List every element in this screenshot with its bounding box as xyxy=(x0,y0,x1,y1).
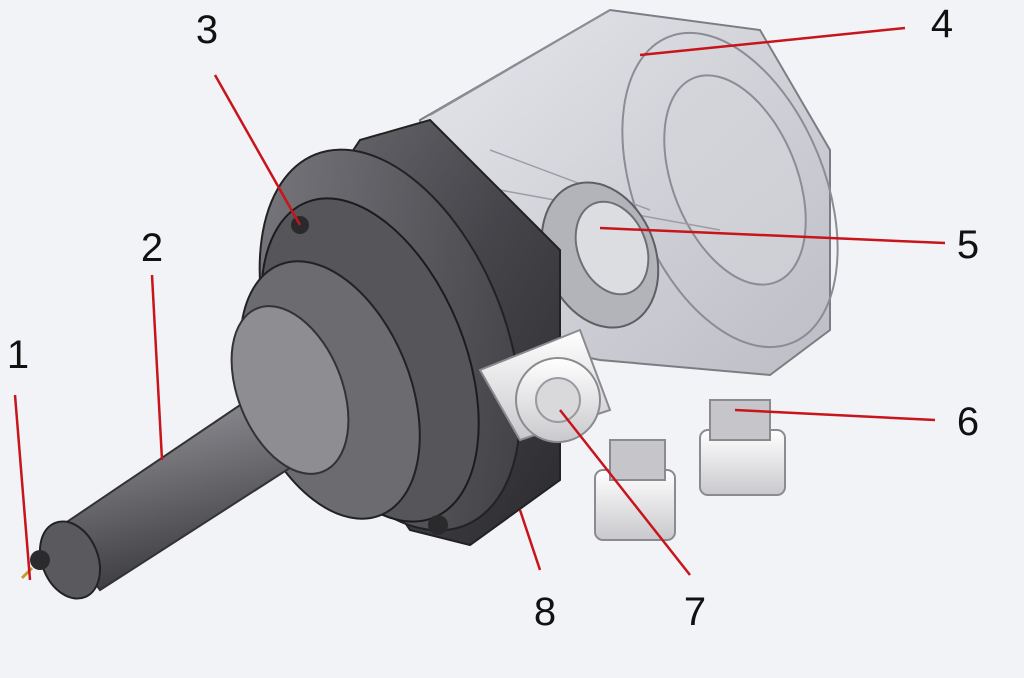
leader-line-3 xyxy=(213,74,302,226)
callout-label-3: 3 xyxy=(195,8,219,52)
callout-label-8: 8 xyxy=(533,590,557,634)
bolt-icon xyxy=(428,515,448,535)
callout-label-2: 2 xyxy=(140,226,164,270)
callout-label-4: 4 xyxy=(930,2,954,46)
leader-line-2 xyxy=(150,274,164,461)
push-in-fittings xyxy=(594,399,786,541)
leader-line-5 xyxy=(599,226,946,245)
inner-rotor xyxy=(540,181,660,329)
nozzle-tip-icon xyxy=(30,550,50,570)
leader-lines xyxy=(13,26,946,581)
spindle-shaft xyxy=(20,305,350,600)
callout-label-5: 5 xyxy=(956,223,980,267)
leader-line-1 xyxy=(13,394,32,581)
callout-label-7: 7 xyxy=(683,590,707,634)
leader-line-4 xyxy=(639,26,906,57)
elbow-fitting xyxy=(478,328,612,443)
leader-line-8 xyxy=(518,509,542,571)
callout-label-1: 1 xyxy=(6,333,30,377)
leader-line-7 xyxy=(559,409,691,576)
leader-line-6 xyxy=(734,408,936,422)
callout-label-6: 6 xyxy=(956,400,980,444)
